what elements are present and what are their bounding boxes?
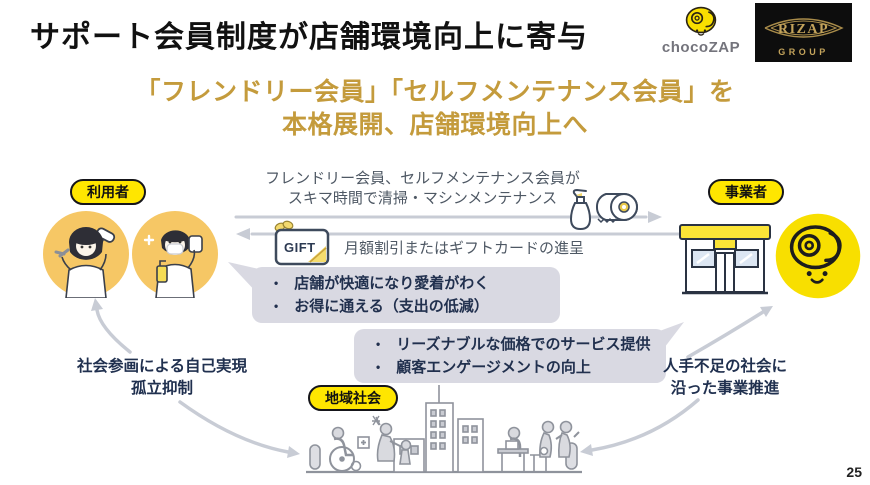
cleaning-icons <box>570 188 639 231</box>
user-benefit-item: 店舗が快適になり愛着がわく <box>252 272 560 295</box>
business-benefit-item: リーズナブルな価格でのサービス提供 <box>354 333 666 356</box>
rizap-group-label: GROUP <box>778 47 829 57</box>
chocozap-character-icon <box>685 6 717 36</box>
business-benefit-item: 顧客エンゲージメントの向上 <box>354 356 666 379</box>
business-badge: 事業者 <box>708 179 784 205</box>
arrow-community-to-business <box>686 310 765 359</box>
business-outcome-line-1: 人手不足の社会に <box>662 358 787 375</box>
page-number: 25 <box>846 464 862 480</box>
service-flow-text: フレンドリー会員、セルフメンテナンス会員が スキマ時間で清掃・マシンメンテナンス <box>235 169 610 209</box>
subtitle-line-2: 本格展開、店舗環境向上へ <box>281 111 588 139</box>
business-benefits-bubble: リーズナブルな価格でのサービス提供 顧客エンゲージメントの向上 <box>354 329 666 383</box>
user-outcome-text: 社会参画による自己実現 孤立抑制 <box>62 356 262 400</box>
gift-card-icon: GIFT <box>274 220 330 266</box>
service-flow-line-1: フレンドリー会員、セルフメンテナンス会員が <box>265 170 580 187</box>
slide-subtitle: 「フレンドリー会員」「セルフメンテナンス会員」を 本格展開、店舗環境向上へ <box>0 76 870 142</box>
user-illustration-man <box>132 211 218 298</box>
user-outcome-line-2: 孤立抑制 <box>130 380 193 397</box>
storefront-icon <box>679 224 771 295</box>
arrow-community-to-user <box>95 308 132 354</box>
gift-label: GIFT <box>284 240 316 255</box>
community-badge: 地域社会 <box>308 385 398 411</box>
reward-flow-text: 月額割引またはギフトカードの進呈 <box>344 240 585 257</box>
rizap-group-logo: RIZAP GROUP <box>755 3 852 62</box>
rizap-emblem-icon: RIZAP GROUP <box>755 3 852 62</box>
user-badge: 利用者 <box>70 179 146 205</box>
spray-bottle-icon <box>570 188 592 231</box>
page-title: サポート会員制度が店舗環境向上に寄与 <box>30 21 588 54</box>
subtitle-line-1: 「フレンドリー会員」「セルフメンテナンス会員」を <box>135 78 735 106</box>
user-benefit-item: お得に通える（支出の低減） <box>252 295 560 318</box>
chocozap-face-icon <box>775 213 861 299</box>
rizap-name: RIZAP <box>778 22 829 37</box>
user-illustration-woman <box>43 211 129 298</box>
toilet-paper-icon <box>596 193 639 224</box>
community-illustration <box>306 385 582 474</box>
business-outcome-line-2: 沿った事業推進 <box>670 380 780 397</box>
service-flow-line-2: スキマ時間で清掃・マシンメンテナンス <box>287 190 558 207</box>
arrow-business-to-community <box>590 398 700 452</box>
chocozap-logo: chocoZAP <box>653 3 749 56</box>
business-outcome-text: 人手不足の社会に 沿った事業推進 <box>640 356 810 400</box>
arrow-heads <box>91 211 773 458</box>
arrow-user-to-community <box>178 400 290 454</box>
user-outcome-line-1: 社会参画による自己実現 <box>76 358 248 375</box>
user-benefits-bubble: 店舗が快適になり愛着がわく お得に通える（支出の低減） <box>252 267 560 323</box>
chocozap-wordmark: chocoZAP <box>661 39 741 56</box>
